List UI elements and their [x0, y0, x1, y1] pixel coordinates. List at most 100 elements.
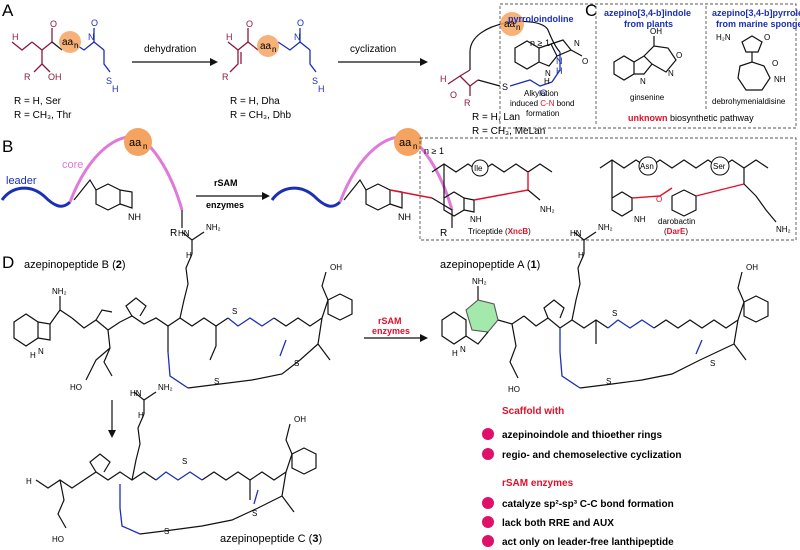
- scaffold-item-2: regio- and chemoselective cyclization: [502, 450, 682, 461]
- ser-label: Ser: [713, 162, 726, 171]
- aa-sub-left: n: [74, 41, 78, 50]
- panel-label-b: B: [2, 137, 13, 156]
- b-h-guan: H: [186, 251, 192, 260]
- a-s-3: S: [710, 359, 715, 368]
- tric-nh: NH: [470, 215, 482, 224]
- svg-text:R: R: [222, 72, 229, 82]
- a-h-indole: H: [452, 349, 458, 358]
- b-h-indole: H: [30, 351, 36, 360]
- enzyme-item-2: lack both RRE and AUX: [502, 518, 614, 529]
- svg-text:O: O: [764, 33, 770, 42]
- svg-text:N: N: [668, 69, 674, 78]
- c-s-1: S: [182, 457, 187, 466]
- a-h-guan: H: [578, 251, 584, 260]
- svg-text:N: N: [294, 32, 301, 42]
- svg-text:S: S: [312, 76, 318, 86]
- svg-text:R: R: [464, 98, 471, 108]
- compound-b-label: azepinopeptide B (2): [24, 259, 126, 271]
- svg-text:NH: NH: [774, 75, 786, 84]
- asn-label: Asn: [640, 162, 654, 171]
- svg-text:H: H: [226, 32, 233, 42]
- panel-c-frame: [499, 3, 797, 129]
- a-ho: HO: [508, 385, 520, 394]
- a-s-1: S: [612, 309, 617, 318]
- aa-bead-left: [59, 31, 81, 53]
- n-note-b: n ≥ 1: [424, 146, 444, 156]
- svg-text:H: H: [318, 84, 325, 94]
- bullet-enzyme-3: [482, 535, 494, 547]
- svg-text:O: O: [540, 88, 547, 98]
- b-s-3: S: [294, 359, 299, 368]
- svg-text:O: O: [582, 57, 588, 66]
- label-rsam-b-2: enzymes: [206, 200, 244, 210]
- legend-thr: R = CH₃, Thr: [14, 110, 72, 121]
- aa-bead-right: [500, 12, 524, 36]
- svg-text:O: O: [246, 19, 253, 29]
- bullet-scaffold-1: [482, 428, 494, 440]
- dha-dhb-structure: H O R N O S H: [222, 18, 325, 94]
- ginsenine-structure: OH O N N: [613, 27, 682, 86]
- nh-b-right: NH: [398, 212, 411, 222]
- c-hn: HN: [130, 389, 142, 398]
- svg-text:N: N: [574, 39, 580, 48]
- nh-b-left: NH: [128, 212, 141, 222]
- enzyme-item-1: catalyze sp²-sp³ C-C bond formation: [502, 499, 674, 510]
- label-rsam-d-1: rSAM: [378, 316, 402, 326]
- lanthionine-ring: H O R S N H O: [440, 20, 563, 108]
- c-oh: OH: [294, 415, 306, 424]
- darobactin-structure: Asn Ser NH₂ O NH darobactin (DarE): [599, 156, 791, 236]
- enzyme-item-3: act only on leader-free lanthipeptide: [502, 537, 674, 548]
- label-dehydration: dehydration: [144, 44, 196, 55]
- a-s-2: S: [606, 377, 611, 386]
- svg-text:O: O: [450, 90, 457, 100]
- svg-text:O: O: [50, 19, 57, 29]
- bullet-enzyme-2: [482, 516, 494, 528]
- panel-label-c: C: [585, 1, 597, 20]
- bullet-enzyme-1: [482, 497, 494, 509]
- c-box1-title: pyrroloindoline: [508, 14, 574, 24]
- c-box2-title-1: azepino[3,4-b]indole: [604, 8, 691, 18]
- compound-c-structure: H HN NH₂ H OH HO S S S: [26, 383, 317, 544]
- compound-c-label: azepinopeptide C (3): [220, 533, 322, 545]
- b-oh: OH: [330, 263, 342, 272]
- aa-sub-middle: n: [272, 45, 276, 54]
- b-nh2-guan: NH₂: [206, 223, 221, 232]
- enzyme-heading: rSAM enzymes: [502, 478, 574, 489]
- aa-label-left: aa: [62, 37, 74, 48]
- lan-s: S: [502, 82, 508, 92]
- svg-text:O: O: [676, 51, 682, 60]
- b-hn: HN: [178, 229, 190, 238]
- c-box1-caption-1: Alkylation: [524, 89, 558, 98]
- ser-r: R: [24, 72, 31, 82]
- svg-text:S: S: [106, 76, 112, 86]
- c-s-3: S: [252, 509, 257, 518]
- svg-text:N: N: [88, 32, 95, 42]
- daro-nh2: NH₂: [776, 225, 791, 234]
- aa-sub-b-left: n: [143, 142, 147, 151]
- scaffold-heading: Scaffold with: [502, 406, 564, 417]
- c-box1-caption-3: formation: [526, 109, 559, 118]
- compound-b-structure: NH₂ HN NH₂ H OH HO S S S H N: [13, 223, 353, 392]
- ser-oh: OH: [48, 72, 62, 82]
- svg-text:H: H: [112, 84, 119, 94]
- c-box2-title-2: from plants: [624, 19, 673, 29]
- aa-label-b-left: aa: [129, 137, 142, 149]
- legend-ser: R = H, Ser: [14, 96, 62, 107]
- c-s-2: S: [164, 527, 169, 536]
- triceptide-structure: Ile NH₂ NH Triceptide (XncB): [431, 159, 555, 236]
- bullet-scaffold-2: [482, 448, 494, 460]
- a-oh: OH: [746, 263, 758, 272]
- a-hn: HN: [570, 229, 582, 238]
- c-ho: HO: [52, 535, 64, 544]
- b-n-indole: N: [38, 347, 44, 356]
- b-s-1: S: [232, 307, 237, 316]
- svg-text:H: H: [440, 74, 447, 84]
- label-cyclization: cyclization: [350, 44, 396, 55]
- legend-melan: R = CH₃, MeLan: [472, 126, 545, 137]
- ser-nh: H: [12, 32, 19, 42]
- crosslink-example-frame: [419, 137, 797, 241]
- label-rsam-b-1: rSAM: [214, 178, 238, 188]
- daro-label: darobactin: [658, 217, 695, 226]
- c-footer: unknown biosynthetic pathway: [628, 113, 754, 123]
- svg-text:H: H: [544, 77, 550, 86]
